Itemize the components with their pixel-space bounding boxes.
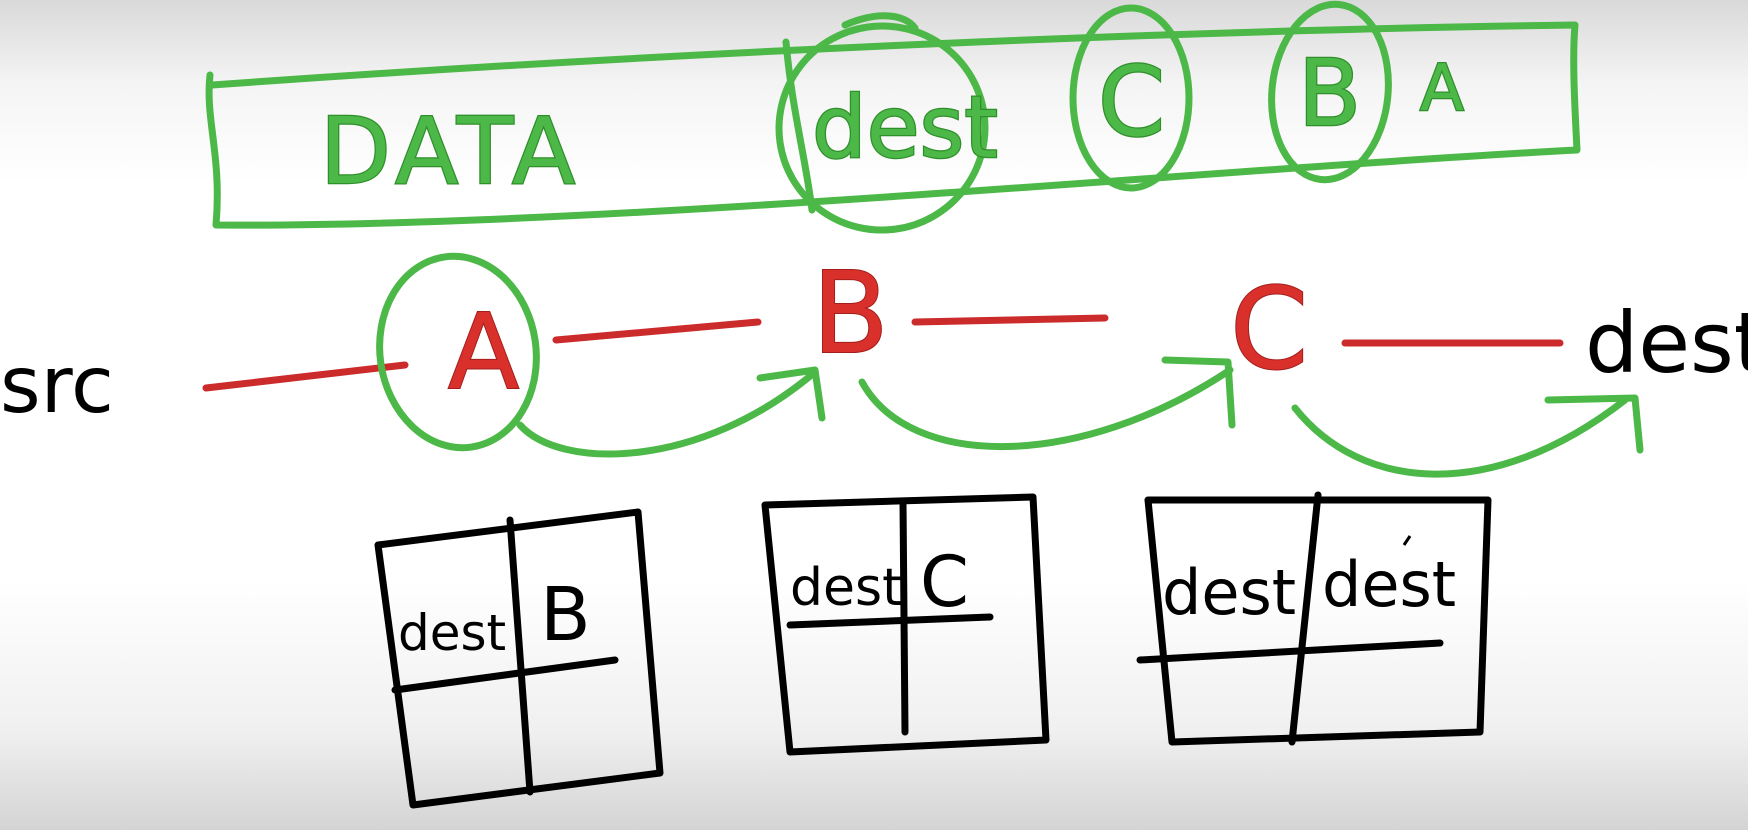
router-a-circle (376, 252, 540, 452)
router-b-label: B (812, 249, 889, 379)
table-b-dest: dest (790, 558, 902, 618)
packet-dest-label: dest (812, 78, 998, 178)
arrow-a-to-b-head (756, 366, 826, 422)
pen-cursor-icon (1402, 535, 1412, 546)
packet-outline (205, 21, 1581, 229)
packet-dest-circle (775, 22, 989, 234)
packet-hop-a: A (1420, 52, 1464, 126)
arrow-c-to-dest-head (1544, 394, 1644, 454)
table-a-next: B (540, 572, 591, 658)
link-b-c (911, 314, 1109, 326)
packet-hop-b: B (1298, 40, 1361, 147)
packet: DATA dest C B A (205, 0, 1581, 234)
routing-table-c: dest dest (1136, 491, 1492, 746)
packet-hop-c: C (1098, 46, 1165, 158)
routing-table-a: dest B (374, 508, 664, 809)
network-path: src A B C dest (0, 248, 1748, 478)
router-c-label: C (1230, 265, 1308, 395)
arrow-b-to-c-head (1161, 356, 1236, 429)
packet-divider (782, 38, 816, 214)
link-src-a (202, 361, 409, 392)
packet-dest-circle-tail (841, 12, 919, 32)
path-src-label: src (0, 341, 114, 431)
table-b-next: C (920, 541, 969, 623)
table-b-frame (761, 493, 1050, 756)
table-b-hline (786, 613, 994, 629)
table-a-frame (374, 508, 664, 809)
arrow-a-to-b (516, 368, 819, 458)
arrow-b-to-c (858, 366, 1234, 450)
path-dest-label: dest (1585, 294, 1748, 392)
link-a-b (552, 318, 762, 344)
table-c-dest: dest (1162, 556, 1296, 629)
routing-table-b: dest C (761, 493, 1050, 756)
table-c-next: dest (1322, 548, 1456, 621)
table-a-vline (506, 516, 534, 796)
packet-data-label: DATA (320, 98, 581, 205)
packet-hop-b-circle (1268, 0, 1392, 184)
table-c-hline (1136, 639, 1444, 664)
table-a-dest: dest (398, 604, 506, 662)
arrow-c-to-dest (1291, 396, 1629, 478)
table-c-vline (1288, 491, 1322, 746)
table-a-hline (391, 656, 619, 694)
packet-hop-c-circle (1069, 4, 1193, 192)
router-a-label: A (448, 291, 519, 413)
